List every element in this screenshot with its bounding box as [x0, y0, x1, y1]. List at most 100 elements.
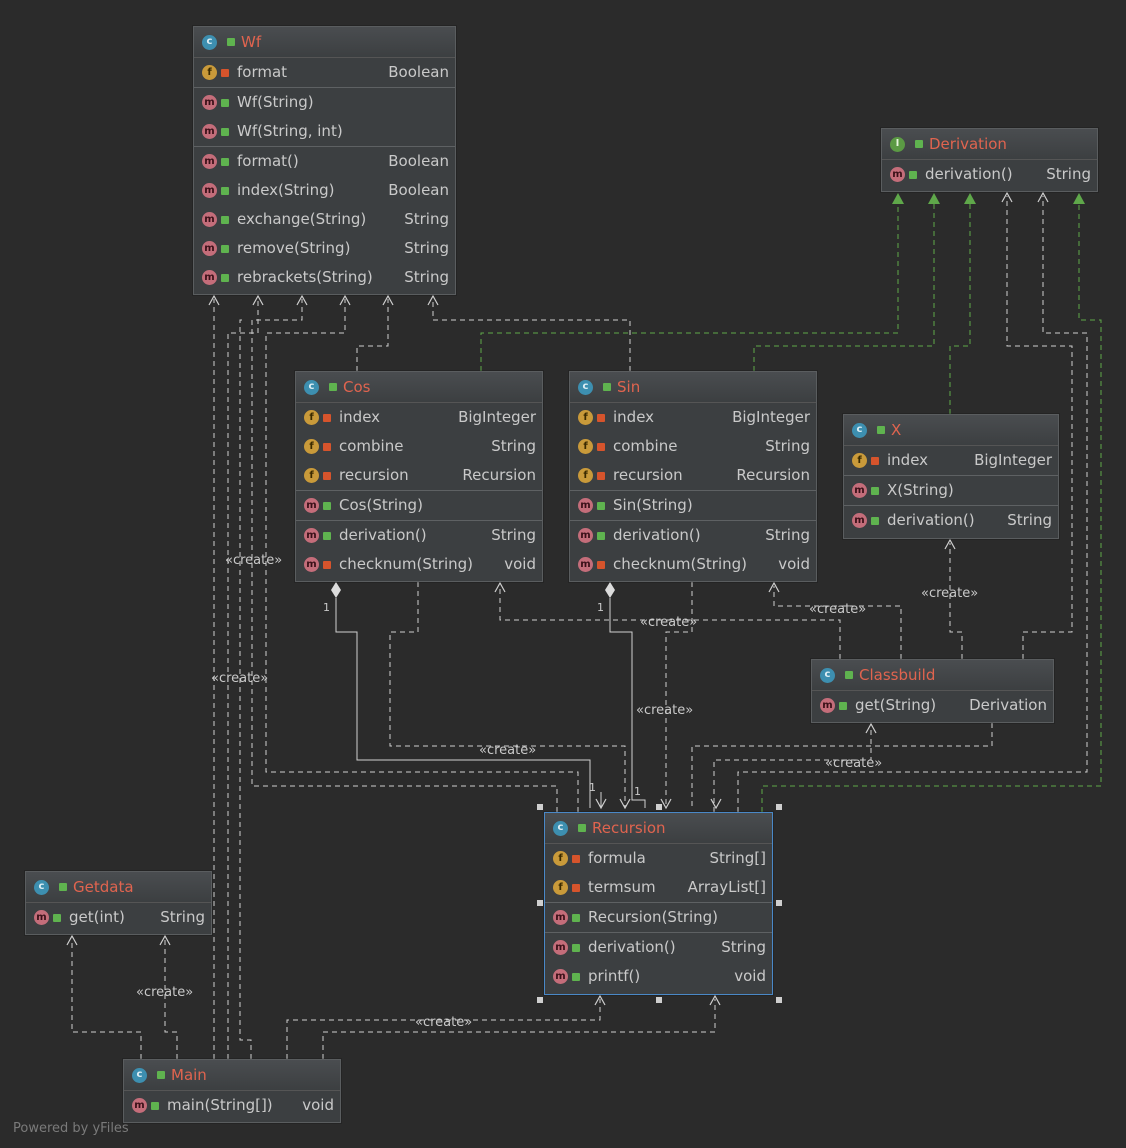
- member-type: BigInteger: [458, 408, 536, 426]
- dependency-edge: [322, 999, 716, 1059]
- dependency-edge: [737, 196, 1088, 812]
- method-icon: m: [852, 483, 867, 498]
- arrowhead: [494, 581, 506, 593]
- public-lock-icon: [151, 1101, 159, 1110]
- selection-handle[interactable]: [656, 997, 662, 1003]
- member-type: BigInteger: [732, 408, 810, 426]
- member-name: derivation(): [887, 511, 975, 529]
- selection-handle[interactable]: [537, 997, 543, 1003]
- arrowhead: [710, 798, 722, 810]
- member-name: termsum: [588, 878, 656, 896]
- composition-edge: [335, 598, 591, 808]
- dependency-edge: [71, 939, 142, 1059]
- class-icon: c: [202, 34, 217, 50]
- method-icon: m: [202, 154, 217, 169]
- public-lock-icon: [572, 943, 580, 952]
- selection-handle[interactable]: [776, 997, 782, 1003]
- public-lock-icon: [59, 883, 67, 891]
- selection-handle[interactable]: [537, 900, 543, 906]
- member-name: Sin(String): [613, 496, 693, 514]
- private-lock-icon: [597, 413, 605, 422]
- method-icon: m: [34, 910, 49, 925]
- create-label: «create»: [921, 586, 979, 601]
- selection-handle[interactable]: [537, 804, 543, 810]
- member-name: printf(): [588, 967, 641, 985]
- method-icon: m: [553, 940, 568, 955]
- member-type: void: [504, 555, 536, 573]
- create-label: «create»: [415, 1015, 473, 1030]
- public-lock-icon: [871, 516, 879, 525]
- member-name: index(String): [237, 181, 335, 199]
- member-name: rebrackets(String): [237, 268, 373, 286]
- selection-handle[interactable]: [776, 900, 782, 906]
- member-type: String: [721, 938, 766, 956]
- method-icon: m: [578, 498, 593, 513]
- member-type: BigInteger: [974, 451, 1052, 469]
- member-type: Recursion: [462, 466, 536, 484]
- dependency-edge: [432, 299, 631, 371]
- member-name: Wf(String, int): [237, 122, 343, 140]
- selection-handle[interactable]: [776, 804, 782, 810]
- arrowhead: [252, 294, 264, 306]
- method-icon: m: [820, 698, 835, 713]
- class-icon: c: [820, 667, 835, 683]
- dependency-edge: [227, 299, 259, 1059]
- member-type: String[]: [709, 849, 766, 867]
- class-name: Getdata: [73, 878, 134, 896]
- private-lock-icon: [597, 442, 605, 451]
- public-lock-icon: [578, 824, 586, 832]
- dependency-edge: [949, 543, 963, 659]
- method-row[interactable]: m Sin(String): [570, 491, 816, 520]
- method-icon: m: [852, 513, 867, 528]
- private-lock-icon: [323, 560, 331, 569]
- arrowhead: [208, 294, 220, 306]
- selection-handle[interactable]: [656, 804, 662, 810]
- field-icon: f: [852, 453, 867, 468]
- arrowhead: [66, 934, 78, 946]
- class-header: I Derivation: [882, 129, 1097, 160]
- member-type: Boolean: [388, 152, 449, 170]
- member-type: Derivation: [969, 696, 1047, 714]
- class-name: Main: [171, 1066, 207, 1084]
